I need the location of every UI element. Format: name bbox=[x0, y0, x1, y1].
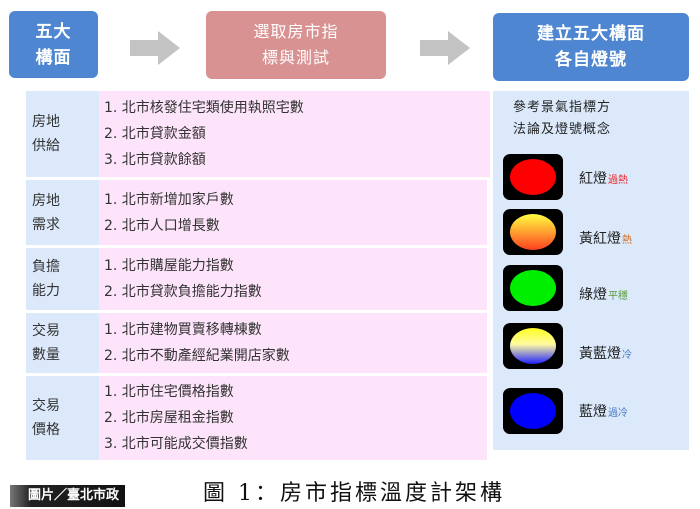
indicator-item: 1. 北市住宅價格指數 bbox=[104, 384, 234, 400]
light-bulb bbox=[510, 328, 556, 364]
indicator-item: 1. 北市購屋能力指數 bbox=[104, 258, 234, 274]
indicator-item: 2. 北市不動產經紀業開店家數 bbox=[104, 348, 290, 364]
light-meaning: 過冷 bbox=[608, 408, 628, 419]
step-build-lights: 建立五大構面 各自燈號 bbox=[493, 13, 689, 81]
step-line: 標與測試 bbox=[261, 48, 330, 67]
step-line: 五大 bbox=[35, 21, 72, 42]
light-bulb bbox=[510, 214, 556, 250]
step-line: 各自燈號 bbox=[555, 50, 627, 70]
yellow-red-light-icon bbox=[503, 209, 563, 255]
arrow-right-icon bbox=[420, 31, 470, 65]
step-five-facets: 五大 構面 bbox=[9, 11, 98, 78]
facet-items: 1. 北市建物買賣移轉棟數 2. 北市不動產經紀業開店家數 bbox=[99, 313, 487, 373]
light-name: 紅燈 bbox=[579, 171, 607, 187]
indicator-item: 2. 北市人口增長數 bbox=[104, 217, 220, 234]
light-label: 紅燈過熱 bbox=[579, 168, 628, 188]
indicator-item: 3. 北市可能成交價指數 bbox=[104, 436, 248, 452]
legend-title-line: 參考景氣指標方 bbox=[513, 100, 612, 115]
green-light-icon bbox=[503, 265, 563, 311]
light-name: 黃藍燈 bbox=[579, 346, 621, 362]
facet-row-affordability: 負擔 能力 1. 北市購屋能力指數 2. 北市貸款負擔能力指數 bbox=[26, 248, 490, 310]
light-label: 黃紅燈熱 bbox=[579, 228, 632, 248]
facet-label-line: 能力 bbox=[32, 283, 60, 299]
facet-items: 1. 北市核發住宅類使用執照宅數 2. 北市貸款金額 3. 北市貸款餘額 bbox=[99, 91, 490, 177]
facet-label-line: 數量 bbox=[32, 347, 60, 363]
facet-label-line: 交易 bbox=[32, 323, 60, 339]
facet-label-line: 負擔 bbox=[32, 259, 60, 275]
arrow-right-icon bbox=[130, 31, 180, 65]
light-meaning: 熱 bbox=[622, 235, 632, 246]
yellow-blue-light-icon bbox=[503, 323, 563, 369]
light-meaning: 冷 bbox=[622, 350, 632, 361]
facet-row-supply: 房地 供給 1. 北市核發住宅類使用執照宅數 2. 北市貸款金額 3. 北市貸款… bbox=[26, 91, 490, 177]
indicator-item: 2. 北市貸款金額 bbox=[104, 126, 206, 142]
step-line: 選取房市指 bbox=[253, 22, 339, 41]
facet-label-line: 房地 bbox=[32, 192, 60, 209]
light-label: 綠燈平穩 bbox=[579, 284, 628, 304]
figure-caption: 圖 1：房市指標溫度計架構 bbox=[203, 481, 505, 506]
facet-label: 房地 供給 bbox=[26, 91, 99, 177]
facet-label: 交易 價格 bbox=[26, 376, 99, 460]
light-bulb bbox=[510, 393, 556, 429]
facet-label-line: 房地 bbox=[32, 114, 60, 130]
indicator-item: 2. 北市房屋租金指數 bbox=[104, 410, 234, 426]
indicator-item: 1. 北市建物買賣移轉棟數 bbox=[104, 322, 262, 338]
facet-items: 1. 北市住宅價格指數 2. 北市房屋租金指數 3. 北市可能成交價指數 bbox=[99, 376, 487, 460]
indicator-item: 1. 北市核發住宅類使用執照宅數 bbox=[104, 100, 304, 116]
indicator-item: 3. 北市貸款餘額 bbox=[104, 152, 206, 168]
indicator-item: 1. 北市新增加家戶數 bbox=[104, 191, 234, 208]
legend-title: 參考景氣指標方 法論及燈號概念 bbox=[513, 97, 678, 141]
step-line: 建立五大構面 bbox=[537, 24, 645, 44]
legend-title-line: 法論及燈號概念 bbox=[513, 122, 612, 137]
light-bulb bbox=[510, 270, 556, 306]
facet-label: 房地 需求 bbox=[26, 180, 99, 245]
light-meaning: 平穩 bbox=[608, 291, 628, 302]
facet-row-price: 交易 價格 1. 北市住宅價格指數 2. 北市房屋租金指數 3. 北市可能成交價… bbox=[26, 376, 490, 460]
red-light-icon bbox=[503, 154, 563, 200]
facet-label: 交易 數量 bbox=[26, 313, 99, 373]
facet-items: 1. 北市新增加家戶數 2. 北市人口增長數 bbox=[99, 180, 487, 245]
light-name: 綠燈 bbox=[579, 287, 607, 303]
facet-items: 1. 北市購屋能力指數 2. 北市貸款負擔能力指數 bbox=[99, 248, 487, 310]
light-bulb bbox=[510, 159, 556, 195]
light-name: 黃紅燈 bbox=[579, 231, 621, 247]
light-meaning: 過熱 bbox=[608, 175, 628, 186]
facet-table: 房地 供給 1. 北市核發住宅類使用執照宅數 2. 北市貸款金額 3. 北市貸款… bbox=[26, 91, 490, 460]
blue-light-icon bbox=[503, 388, 563, 434]
light-name: 藍燈 bbox=[579, 404, 607, 420]
facet-label-line: 需求 bbox=[32, 216, 60, 233]
facet-row-demand: 房地 需求 1. 北市新增加家戶數 2. 北市人口增長數 bbox=[26, 180, 490, 245]
facet-label-line: 價格 bbox=[32, 422, 60, 438]
facet-label-line: 交易 bbox=[32, 398, 60, 414]
facet-label-line: 供給 bbox=[32, 138, 60, 154]
light-label: 黃藍燈冷 bbox=[579, 343, 632, 363]
light-label: 藍燈過冷 bbox=[579, 401, 628, 421]
signal-legend: 參考景氣指標方 法論及燈號概念 紅燈過熱 黃紅燈熱 綠燈平穩 黃藍燈冷 藍燈過冷 bbox=[493, 91, 689, 450]
step-line: 構面 bbox=[35, 47, 72, 68]
facet-label: 負擔 能力 bbox=[26, 248, 99, 310]
photo-credit: 圖片／臺北市政府 bbox=[10, 485, 125, 507]
indicator-item: 2. 北市貸款負擔能力指數 bbox=[104, 284, 262, 300]
step-select-indicators: 選取房市指 標與測試 bbox=[206, 11, 386, 79]
facet-row-volume: 交易 數量 1. 北市建物買賣移轉棟數 2. 北市不動產經紀業開店家數 bbox=[26, 313, 490, 373]
